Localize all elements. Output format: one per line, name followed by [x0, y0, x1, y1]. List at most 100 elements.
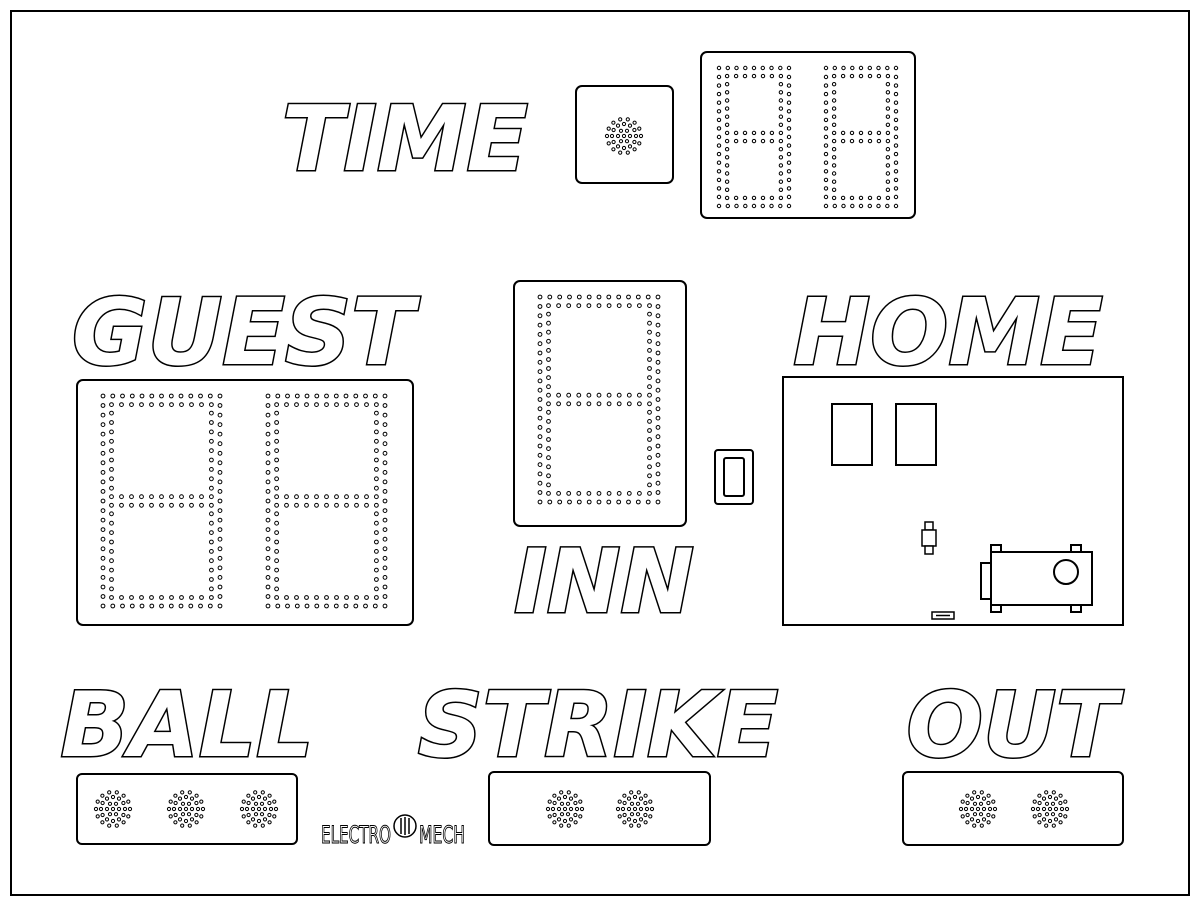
- led-dot: [113, 812, 119, 817]
- led-dot: [647, 311, 652, 317]
- led-dot: [195, 806, 201, 812]
- led-dot: [109, 520, 114, 526]
- led-dot: [622, 820, 627, 825]
- led-dot: [596, 499, 602, 505]
- led-dot: [626, 401, 632, 407]
- led-dot: [655, 304, 661, 309]
- led-dot: [1044, 790, 1049, 795]
- led-dot: [568, 806, 574, 812]
- led-dot: [129, 502, 134, 508]
- led-dot: [100, 793, 105, 798]
- led-dot: [537, 499, 543, 505]
- led-dot: [786, 194, 792, 200]
- led-dot: [209, 448, 214, 454]
- led-dot: [596, 303, 602, 309]
- led-dot: [537, 350, 543, 356]
- led-dot: [177, 806, 183, 812]
- led-dot: [637, 401, 642, 407]
- led-dot: [621, 121, 627, 127]
- led-dot: [374, 539, 379, 545]
- led-dot: [274, 577, 280, 582]
- led-dot: [578, 799, 583, 804]
- led-dot: [169, 494, 174, 500]
- led-dot: [586, 499, 592, 505]
- led-dot: [636, 823, 641, 828]
- led-dot: [110, 603, 116, 609]
- led-dot: [629, 823, 634, 828]
- led-dot: [186, 801, 192, 806]
- led-dot: [139, 494, 144, 500]
- led-dot: [209, 420, 214, 425]
- led-dot: [647, 491, 652, 496]
- led-dot: [716, 186, 722, 191]
- led-dot: [743, 65, 748, 71]
- led-dot: [274, 467, 280, 472]
- led-dot: [537, 378, 543, 384]
- led-dot: [166, 806, 172, 812]
- led-dot: [655, 397, 661, 402]
- led-dot: [109, 420, 114, 425]
- led-dot: [139, 393, 145, 399]
- led-dot: [372, 603, 378, 609]
- led-dot: [573, 812, 578, 818]
- led-dot: [260, 790, 265, 795]
- time-colon-lamp: [604, 117, 644, 155]
- led-dot: [189, 806, 195, 812]
- led-dot: [241, 799, 246, 804]
- led-dot: [647, 446, 652, 452]
- led-dot: [647, 392, 652, 398]
- led-dot: [244, 806, 250, 812]
- led-dot: [618, 128, 624, 133]
- led-dot: [644, 806, 650, 812]
- led-dot: [344, 402, 349, 408]
- led-dot: [267, 793, 272, 798]
- led-dot: [382, 584, 388, 590]
- led-dot: [626, 303, 632, 309]
- led-dot: [632, 818, 638, 824]
- led-dot: [565, 812, 571, 817]
- led-dot: [858, 195, 864, 201]
- led-dot: [632, 127, 637, 133]
- led-dot: [972, 823, 977, 828]
- led-dot: [632, 147, 637, 152]
- led-dot: [987, 806, 993, 812]
- led-dot: [632, 794, 638, 800]
- led-dot: [716, 117, 722, 123]
- led-dot: [217, 470, 223, 475]
- led-dot: [655, 332, 661, 337]
- led-dot: [637, 126, 642, 131]
- led-dot: [179, 502, 184, 508]
- led-dot: [769, 73, 775, 79]
- led-dot: [100, 555, 106, 561]
- led-dot: [374, 410, 379, 416]
- led-dot: [760, 130, 766, 136]
- led-dot: [725, 65, 730, 71]
- led-dot: [724, 73, 730, 79]
- led-dot: [100, 546, 106, 552]
- led-dot: [566, 401, 572, 407]
- led-dot: [786, 177, 792, 183]
- led-dot: [209, 558, 214, 564]
- led-dot: [769, 195, 775, 201]
- led-dot: [611, 147, 616, 152]
- led-dot: [194, 793, 199, 798]
- led-dot: [981, 817, 987, 822]
- led-dot: [616, 491, 622, 496]
- logo-text-right: MECH: [419, 821, 465, 849]
- led-dot: [100, 575, 106, 580]
- led-dot: [209, 530, 214, 535]
- led-dot: [1050, 801, 1056, 806]
- led-dot: [831, 179, 837, 184]
- led-dot: [149, 494, 154, 500]
- led-dot: [627, 144, 633, 149]
- led-dot: [742, 195, 748, 201]
- led-dot: [647, 348, 652, 353]
- led-dot: [207, 603, 213, 609]
- led-dot: [274, 485, 280, 491]
- led-dot: [876, 138, 882, 144]
- led-dot: [1044, 823, 1049, 828]
- led-dot: [724, 155, 730, 160]
- led-dot: [265, 536, 271, 542]
- led-dot: [200, 806, 206, 812]
- led-dot: [840, 73, 846, 79]
